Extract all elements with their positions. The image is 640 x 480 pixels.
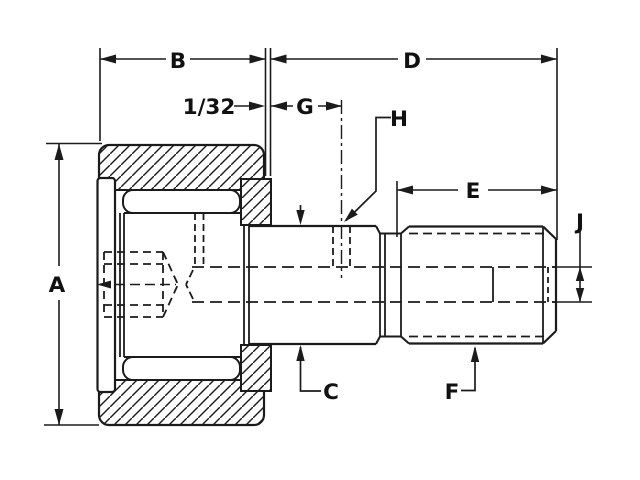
socket-arrow-icon	[97, 280, 111, 289]
arrow-right-icon	[249, 101, 265, 111]
arrow-up-icon	[296, 345, 305, 361]
stud-shoulder	[243, 224, 381, 346]
outer-ring-bottom-section-hatch	[99, 380, 264, 425]
dim-label-G: G	[296, 95, 314, 120]
dimension-H: H	[344, 107, 408, 222]
outer-ring-top-section-hatch	[99, 145, 264, 190]
socket-drill-point	[162, 284, 179, 318]
dim-label-B: B	[170, 49, 186, 74]
dim-label-D: D	[403, 49, 421, 74]
dim-label-E: E	[466, 179, 481, 204]
stud-head-bore	[124, 212, 241, 358]
flange-bottom-section-hatch	[240, 344, 272, 392]
dimension-G: G	[271, 95, 342, 120]
dim-label-C: C	[323, 380, 339, 405]
dimension-A: A	[49, 143, 66, 425]
arrow-right-icon	[249, 54, 266, 64]
dimension-J: J	[574, 210, 585, 302]
dim-label-A: A	[49, 273, 66, 298]
threaded-section	[409, 225, 558, 345]
arrow-up-icon	[575, 267, 585, 281]
dimension-F: F	[445, 346, 480, 405]
dimension-E: E	[397, 179, 557, 204]
arrow-left-icon	[100, 54, 116, 64]
roller-row-top	[122, 189, 241, 214]
flange-top-section-hatch	[240, 178, 272, 226]
dimension-gap-1-32: 1/32	[183, 95, 265, 120]
arrow-down-icon	[575, 288, 585, 302]
arrow-right-icon	[326, 101, 342, 111]
stud-mask	[242, 225, 379, 345]
extension-lines	[44, 48, 592, 426]
roller-row-bottom	[122, 356, 241, 381]
arrow-diagonal-icon	[344, 208, 358, 222]
grease-passage	[185, 213, 556, 303]
socket-drill-point	[162, 251, 179, 285]
hex-socket	[97, 251, 179, 318]
arrow-left-icon	[397, 185, 413, 195]
arrow-right-icon	[541, 185, 557, 195]
arrow-right-icon	[541, 54, 557, 64]
outer-ring	[97, 143, 266, 427]
dimension-B: B	[100, 49, 266, 74]
flange	[240, 178, 272, 392]
arrow-down-icon	[54, 409, 64, 425]
arrow-up-icon	[470, 346, 480, 362]
arrow-left-icon	[270, 54, 287, 64]
dim-label-F: F	[445, 380, 460, 405]
arrow-down-icon	[296, 210, 305, 225]
arrow-left-icon	[271, 101, 287, 111]
dim-label-gap: 1/32	[183, 95, 236, 120]
dim-label-H: H	[390, 107, 408, 132]
dimension-D: D	[270, 49, 557, 74]
arrow-up-icon	[54, 144, 64, 160]
relief-groove	[379, 225, 410, 345]
dim-label-J: J	[574, 210, 584, 235]
dimension-C: C	[296, 205, 339, 405]
